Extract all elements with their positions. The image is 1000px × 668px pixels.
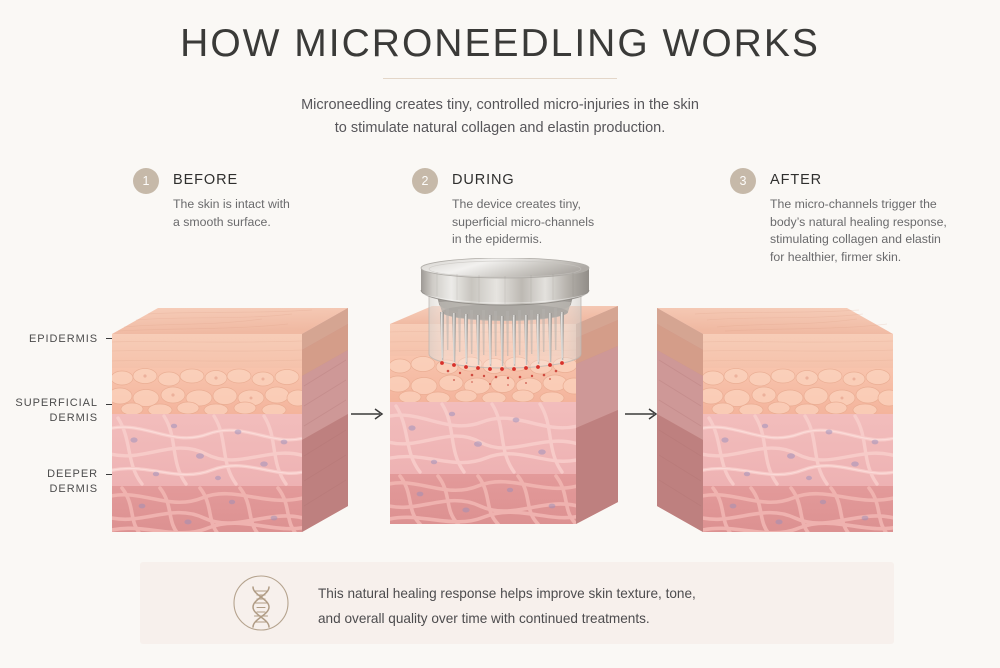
- arrow-right-icon-2: [625, 407, 661, 421]
- step3-desc-line-4: for healthier, firmer skin.: [770, 249, 902, 264]
- summary-banner: This natural healing response helps impr…: [140, 562, 894, 644]
- step3-desc-line-1: The micro-channels trigger the: [770, 197, 937, 211]
- step1-desc-line-1: The skin is intact with: [173, 197, 290, 211]
- step2-desc-line-3: in the epidermis.: [452, 232, 543, 246]
- step-description-before: The skin is intact with a smooth surface…: [173, 196, 290, 231]
- step-description-during: The device creates tiny, superficial mic…: [452, 196, 594, 249]
- step-title-before: BEFORE: [173, 172, 239, 188]
- label-deeper-line-1: DEEPER: [47, 468, 98, 480]
- banner-line-2: and overall quality over time with conti…: [318, 611, 650, 626]
- label-superficial-line-1: SUPERFICIAL: [15, 397, 98, 409]
- label-epidermis: EPIDERMIS: [28, 333, 98, 345]
- page-subtitle: Microneedling creates tiny, controlled m…: [0, 94, 1000, 140]
- label-superficial-dermis: SUPERFICIAL DERMIS: [0, 396, 98, 426]
- label-deeper-line-2: DERMIS: [49, 483, 98, 495]
- step-title-during: DURING: [452, 172, 515, 188]
- title-divider: [383, 78, 617, 79]
- dna-helix-icon: [232, 574, 290, 632]
- skin-block-before: [112, 306, 352, 546]
- step3-desc-line-2: body’s natural healing response,: [770, 214, 947, 229]
- label-deeper-dermis: DEEPER DERMIS: [8, 467, 98, 497]
- summary-banner-text: This natural healing response helps impr…: [318, 581, 878, 631]
- step-title-after: AFTER: [770, 172, 823, 188]
- step3-desc-line-3: stimulating collagen and elastin: [770, 232, 941, 246]
- step-description-after: The micro-channels trigger the body’s na…: [770, 196, 947, 266]
- step-number-badge-2: 2: [412, 168, 438, 194]
- microneedling-device: [413, 257, 597, 390]
- arrow-right-icon-1: [351, 407, 387, 421]
- step-number-badge-3: 3: [730, 168, 756, 194]
- step-number-badge-1: 1: [133, 168, 159, 194]
- page-title: HOW MICRONEEDLING WORKS: [180, 22, 820, 65]
- skin-block-after: [657, 306, 897, 546]
- label-superficial-line-2: DERMIS: [49, 412, 98, 424]
- step1-desc-line-2: a smooth surface.: [173, 214, 271, 229]
- subtitle-line-2: to stimulate natural collagen and elasti…: [334, 120, 666, 136]
- step2-desc-line-2: superficial micro-channels: [452, 214, 595, 229]
- step2-desc-line-1: The device creates tiny,: [452, 197, 581, 211]
- banner-line-1: This natural healing response helps impr…: [318, 586, 696, 601]
- subtitle-line-1: Microneedling creates tiny, controlled m…: [301, 97, 699, 113]
